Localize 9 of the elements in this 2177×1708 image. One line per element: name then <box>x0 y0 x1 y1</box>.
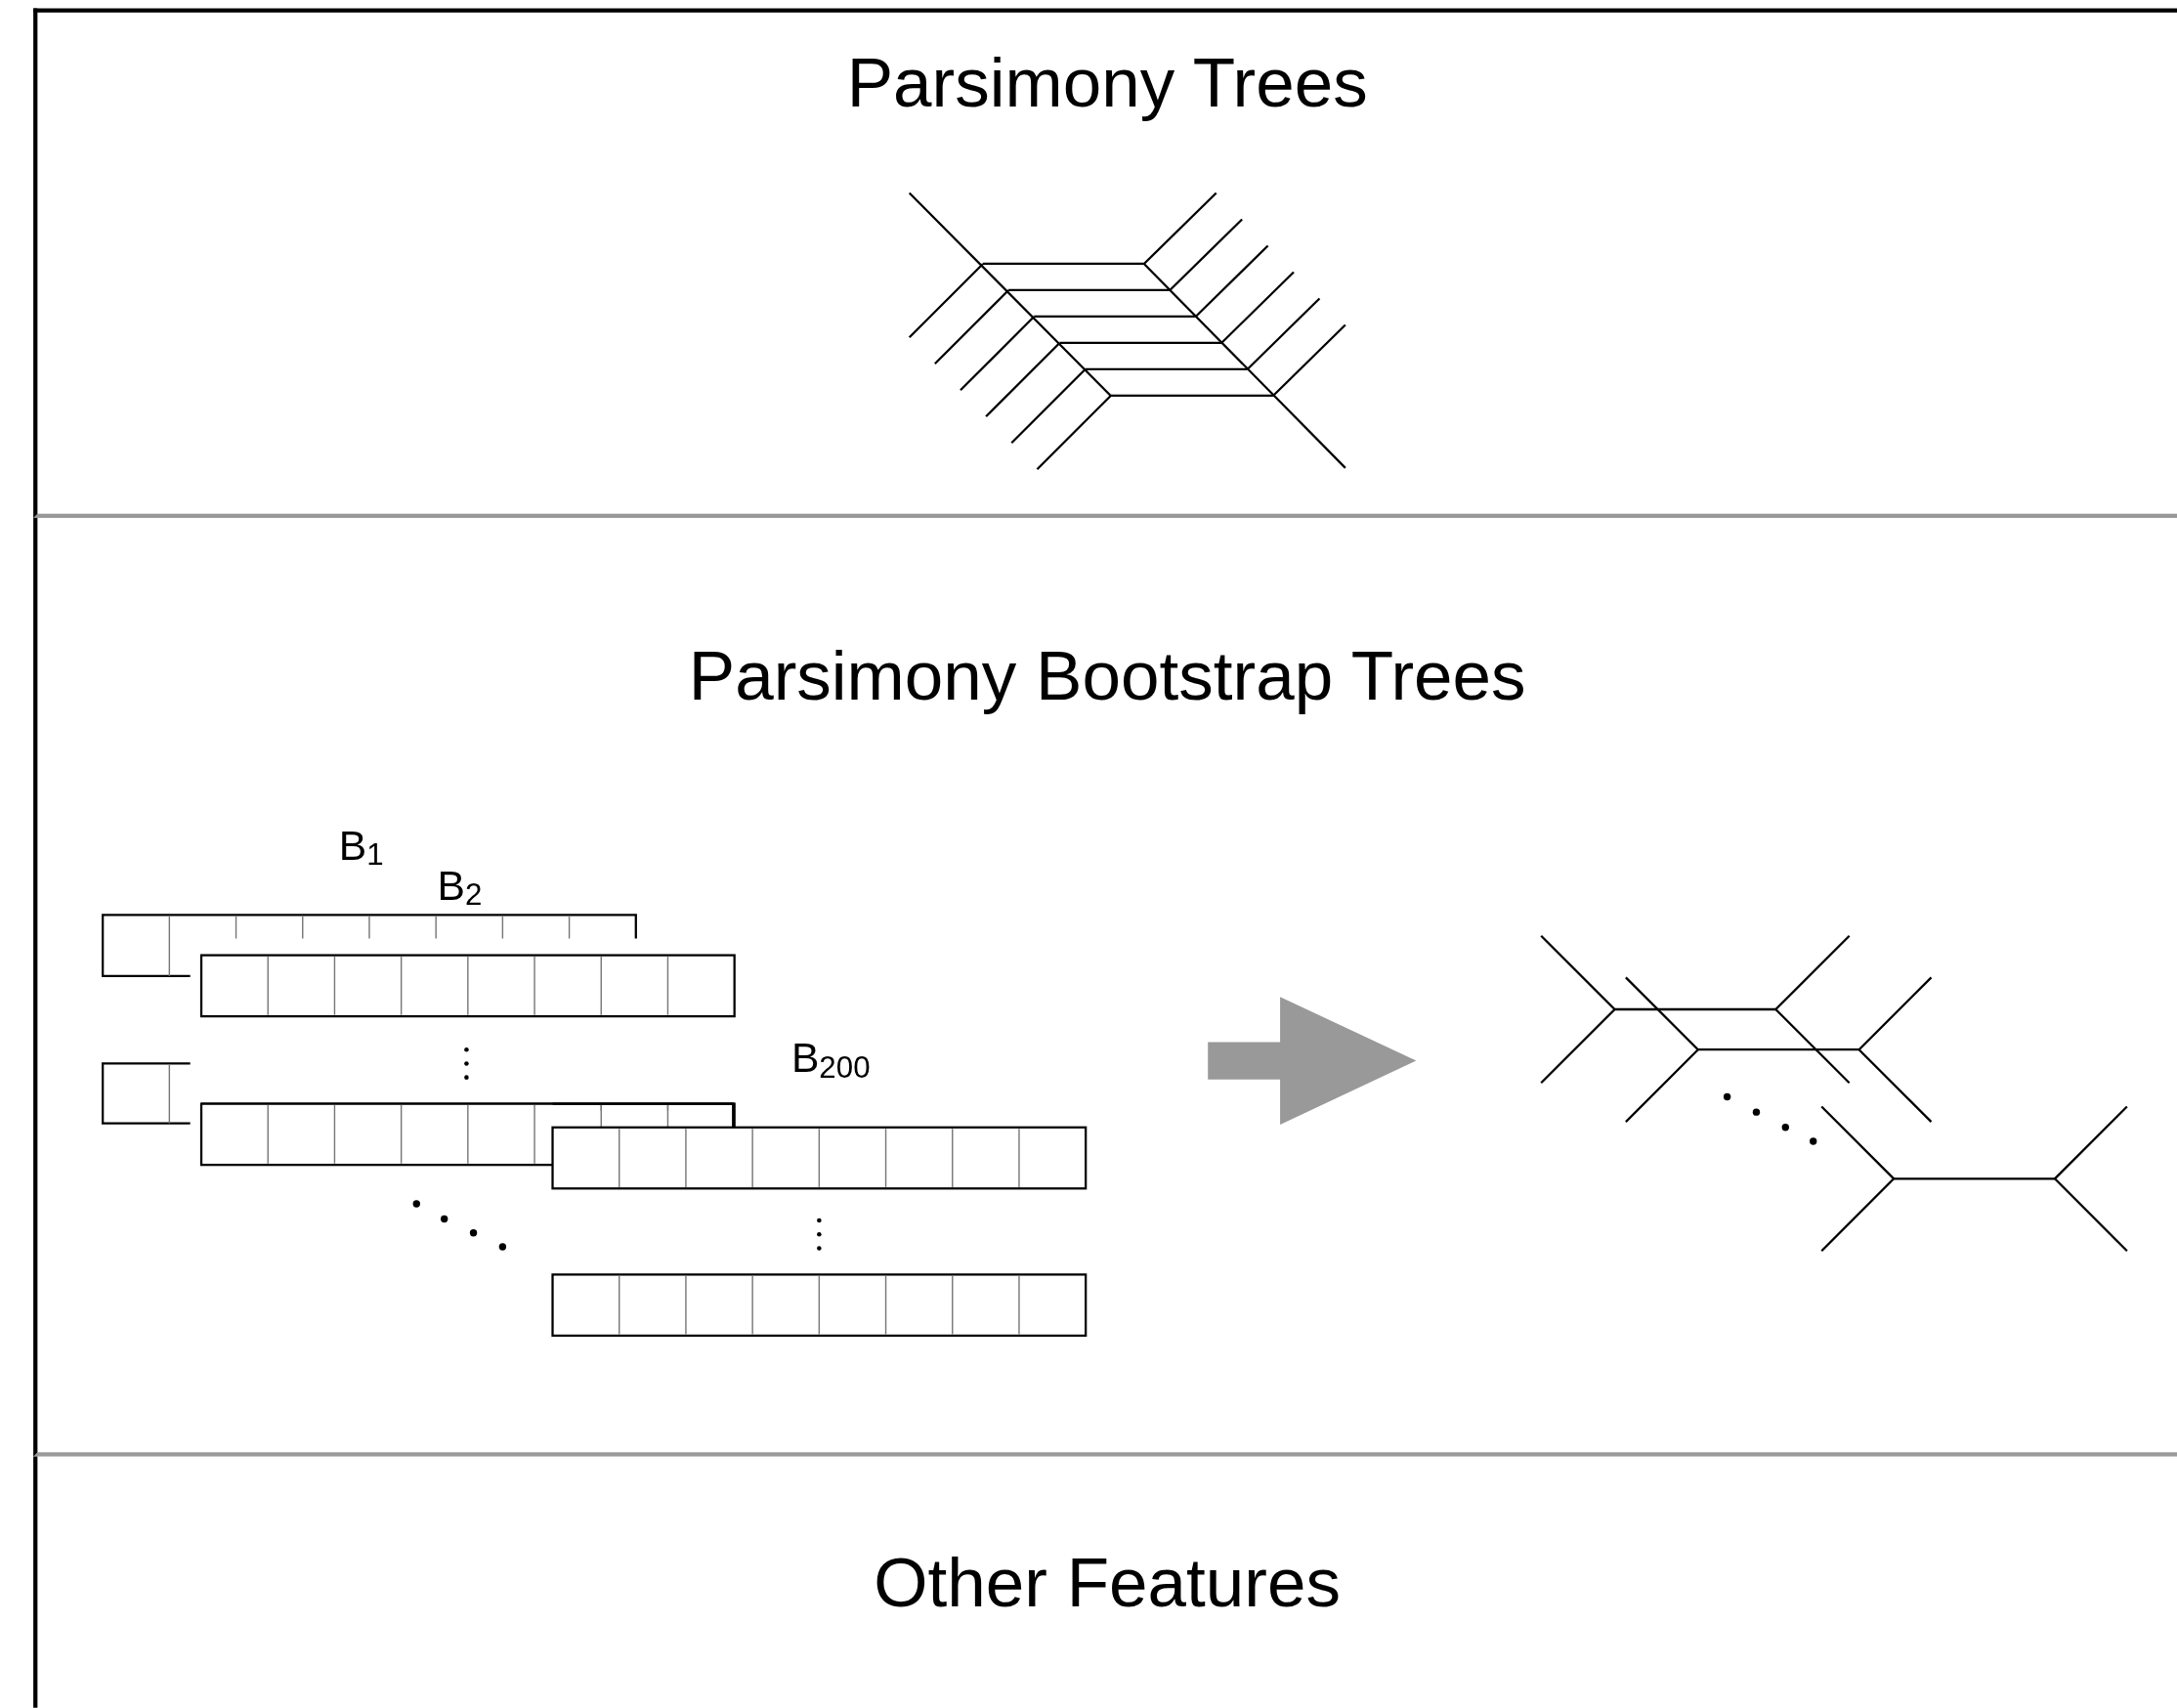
panel <box>33 518 2177 1457</box>
matrix-label: B$_{2}$ <box>437 862 483 914</box>
panel <box>33 8 2177 518</box>
arrow <box>1208 997 1417 1125</box>
panel-title: Parsimony Bootstrap Trees <box>688 636 1526 717</box>
matrix-label: B$_{200}$ <box>790 1034 871 1087</box>
panel-title: Other Features <box>874 1543 1342 1624</box>
matrix-label: B$_{1}$ <box>338 822 384 874</box>
panel-title: Parsimony Trees <box>846 43 1368 124</box>
